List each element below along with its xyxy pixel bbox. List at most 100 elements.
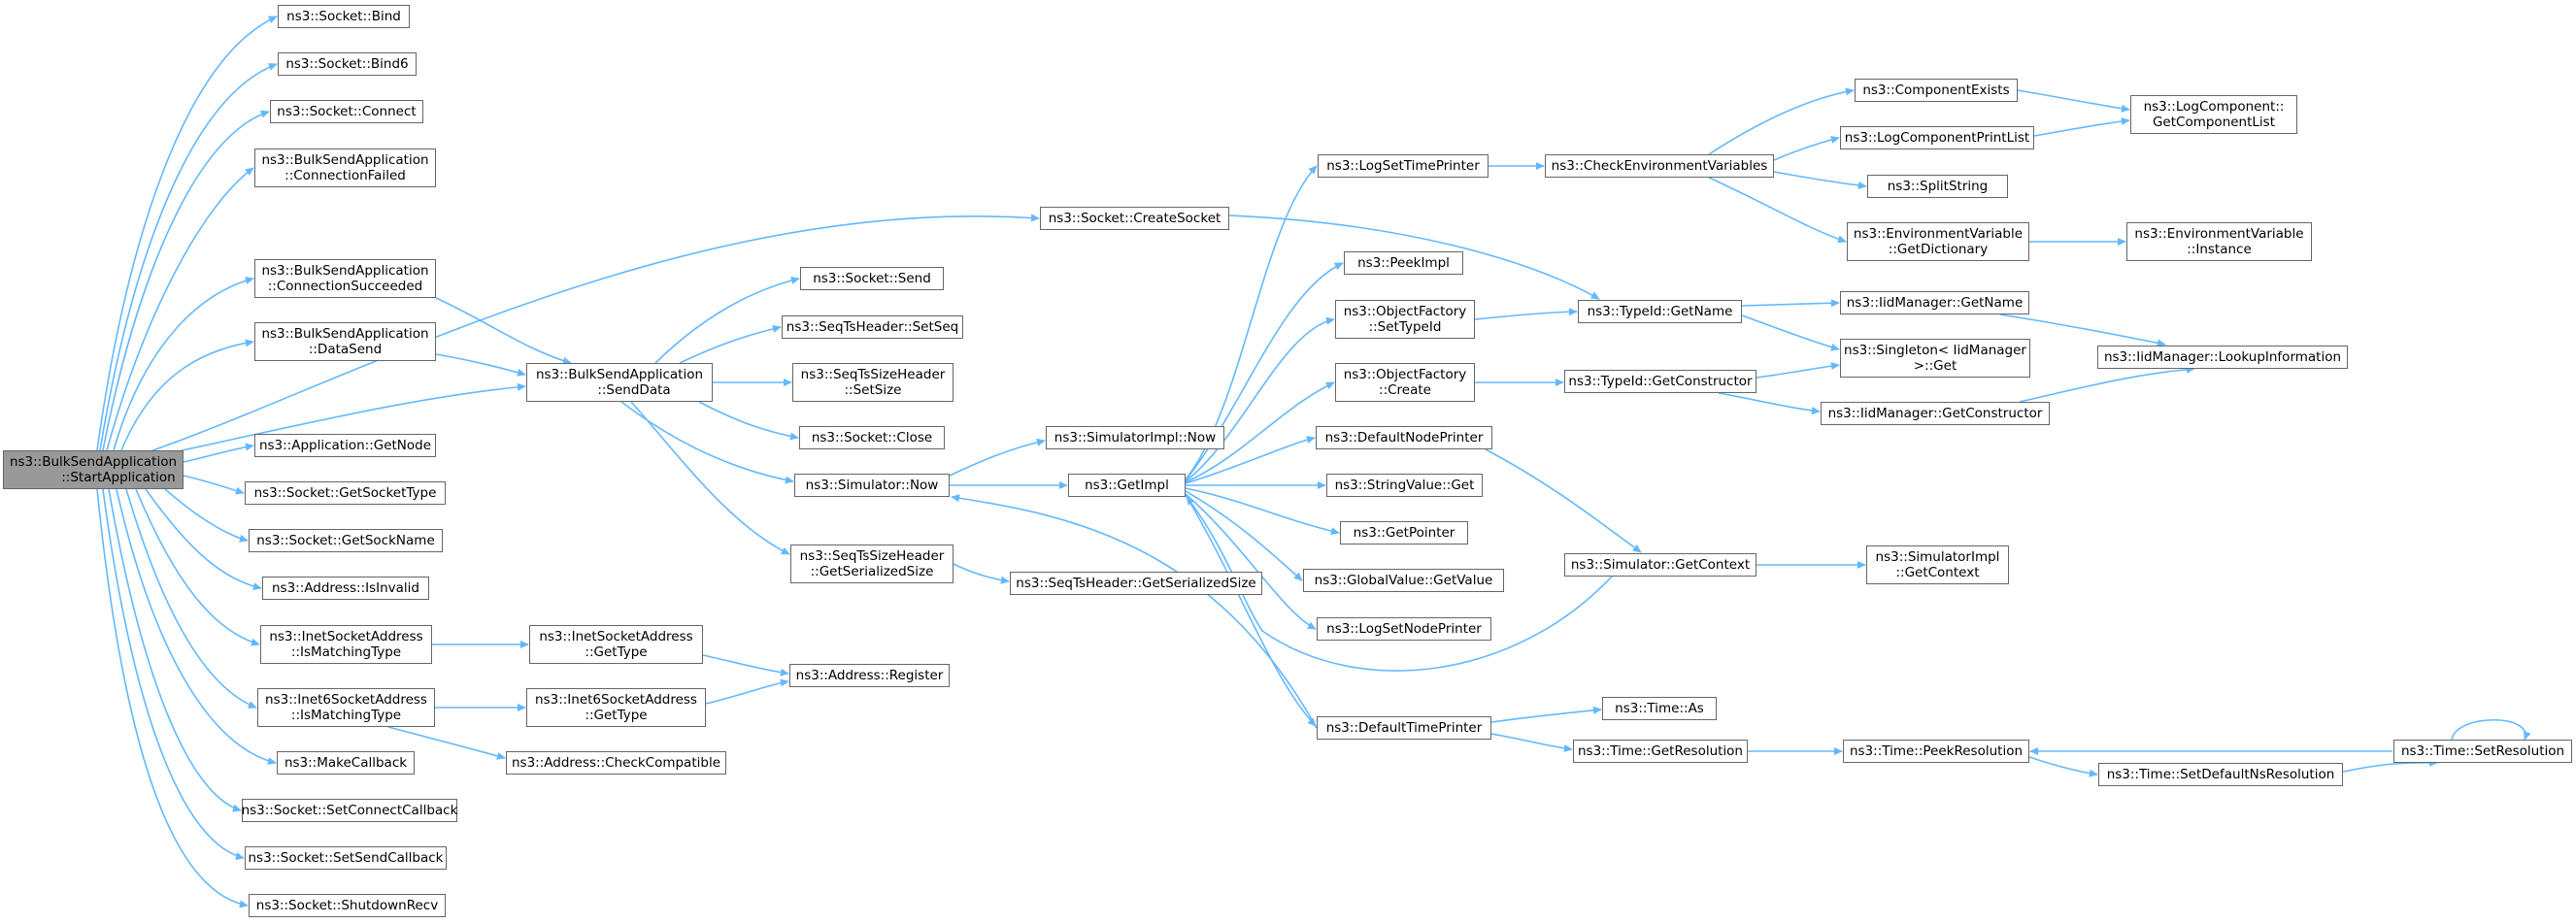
node-label: ns3::Socket::Close (811, 430, 933, 446)
node-sim-getcontext[interactable]: ns3::Simulator::GetContext (1564, 553, 1756, 577)
call-edge (135, 214, 1040, 457)
node-typeid-getctor[interactable]: ns3::TypeId::GetConstructor (1564, 370, 1756, 393)
node-addr-check[interactable]: ns3::Address::CheckCompatible (506, 751, 726, 775)
call-edge (1708, 87, 1855, 155)
node-label: ns3::SplitString (1887, 179, 1989, 194)
node-setsendcb[interactable]: ns3::Socket::SetSendCallback (245, 846, 447, 870)
node-iid-getctor[interactable]: ns3::IidManager::GetConstructor (1821, 402, 2050, 425)
node-label: ns3::IidManager::GetName (1846, 295, 2024, 311)
node-time-getres[interactable]: ns3::Time::GetResolution (1573, 740, 1748, 763)
node-getpointer[interactable]: ns3::GetPointer (1340, 521, 1468, 544)
node-label: ns3::GetImpl (1085, 478, 1169, 493)
node-iid-lookup[interactable]: ns3::IidManager::LookupInformation (2097, 346, 2348, 369)
call-edge (96, 16, 278, 451)
call-edge (1490, 733, 1573, 753)
node-setconnectcb[interactable]: ns3::Socket::SetConnectCallback (242, 799, 457, 822)
node-inet6match[interactable]: ns3::Inet6SocketAddress::IsMatchingType (257, 688, 435, 727)
call-edge (387, 726, 506, 760)
node-compexists[interactable]: ns3::ComponentExists (1855, 79, 2018, 102)
call-edge (702, 654, 789, 676)
call-edge (145, 488, 262, 591)
node-sock-close[interactable]: ns3::Socket::Close (799, 426, 945, 449)
node-iid-getname[interactable]: ns3::IidManager::GetName (1840, 291, 2029, 314)
node-senddata[interactable]: ns3::BulkSendApplication::SendData (526, 363, 713, 402)
node-seqts-getser[interactable]: ns3::SeqTsHeader::GetSerializedSize (1010, 572, 1262, 595)
node-splitstring[interactable]: ns3::SplitString (1867, 175, 2008, 198)
node-simnow[interactable]: ns3::Simulator::Now (794, 474, 950, 497)
call-edge (435, 353, 526, 377)
node-time-peekres[interactable]: ns3::Time::PeekResolution (1843, 740, 2029, 763)
call-edge (1228, 214, 1600, 300)
call-edge (120, 339, 254, 451)
node-datasend[interactable]: ns3::BulkSendApplication::DataSend (254, 322, 436, 361)
node-label: ns3::Socket::SetSendCallback (248, 850, 444, 866)
node-setseq[interactable]: ns3::SeqTsHeader::SetSeq (782, 315, 963, 339)
call-edge (102, 488, 245, 860)
node-getsockettype[interactable]: ns3::Socket::GetSocketType (245, 481, 446, 505)
call-edge (108, 488, 242, 812)
node-addr-register[interactable]: ns3::Address::Register (789, 664, 950, 687)
node-label: ::GetDictionary (1888, 242, 1989, 257)
node-label: ns3::EnvironmentVariable (2134, 226, 2304, 242)
node-connfail[interactable]: ns3::BulkSendApplication::ConnectionFail… (254, 148, 436, 187)
node-label: ns3::LogComponent:: (2143, 99, 2285, 115)
node-getserialized[interactable]: ns3::SeqTsSizeHeader::GetSerializedSize (790, 544, 953, 583)
node-setsize[interactable]: ns3::SeqTsSizeHeader::SetSize (792, 363, 953, 402)
node-env-getdict[interactable]: ns3::EnvironmentVariable::GetDictionary (1847, 222, 2029, 261)
node-time-setres[interactable]: ns3::Time::SetResolution (2393, 740, 2572, 763)
node-logcomp-getlist[interactable]: ns3::LogComponent::GetComponentList (2130, 95, 2297, 134)
node-checkenv[interactable]: ns3::CheckEnvironmentVariables (1545, 154, 1774, 178)
node-sock-send[interactable]: ns3::Socket::Send (800, 267, 944, 290)
node-singleton-get[interactable]: ns3::Singleton< IidManager>::Get (1840, 339, 2030, 378)
node-peekimpl[interactable]: ns3::PeekImpl (1344, 251, 1463, 275)
call-edge (99, 63, 278, 451)
node-globalvalue[interactable]: ns3::GlobalValue::GetValue (1303, 569, 1504, 592)
node-bind[interactable]: ns3::Socket::Bind (278, 5, 410, 28)
node-label: ns3::ObjectFactory (1343, 304, 1467, 319)
node-env-instance[interactable]: ns3::EnvironmentVariable::Instance (2126, 222, 2312, 261)
call-edge (102, 110, 270, 451)
node-makecallback[interactable]: ns3::MakeCallback (277, 751, 415, 775)
call-edge (435, 297, 572, 365)
node-label: ns3::Address::CheckCompatible (511, 755, 720, 771)
node-label: ns3::TypeId::GetName (1587, 304, 1733, 319)
node-logsettime[interactable]: ns3::LogSetTimePrinter (1318, 154, 1489, 178)
node-simimplnow[interactable]: ns3::SimulatorImpl::Now (1046, 426, 1224, 449)
node-stringvalue[interactable]: ns3::StringValue::Get (1326, 474, 1483, 497)
call-edge (1490, 706, 1602, 723)
node-isinvalid[interactable]: ns3::Address::IsInvalid (262, 577, 429, 600)
node-objfact-create[interactable]: ns3::ObjectFactory::Create (1335, 363, 1475, 402)
node-shutdownrecv[interactable]: ns3::Socket::ShutdownRecv (249, 894, 446, 917)
node-objfact-settype[interactable]: ns3::ObjectFactory::SetTypeId (1335, 300, 1475, 339)
node-label: ns3::Socket::Send (813, 271, 931, 286)
node-simimpl-getctx[interactable]: ns3::SimulatorImpl::GetContext (1866, 545, 2009, 584)
call-edge (1185, 381, 1335, 483)
node-label: ::GetContext (1895, 565, 1980, 580)
node-defnodeprinter[interactable]: ns3::DefaultNodePrinter (1316, 426, 1492, 449)
node-label: ns3::BulkSendApplication (261, 152, 429, 168)
call-edge (113, 277, 254, 451)
node-bind6[interactable]: ns3::Socket::Bind6 (278, 52, 417, 76)
call-edge (949, 438, 1046, 477)
node-logsetnode[interactable]: ns3::LogSetNodePrinter (1317, 617, 1491, 641)
node-time-setdefns[interactable]: ns3::Time::SetDefaultNsResolution (2098, 763, 2343, 786)
node-getimpl[interactable]: ns3::GetImpl (1068, 474, 1186, 497)
node-deftimeprinter[interactable]: ns3::DefaultTimePrinter (1317, 716, 1491, 740)
node-inetgettype[interactable]: ns3::InetSocketAddress::GetType (529, 625, 703, 664)
node-label: ns3::CheckEnvironmentVariables (1551, 158, 1768, 174)
node-root[interactable]: ns3::BulkSendApplication::StartApplicati… (3, 450, 184, 489)
node-getsockname[interactable]: ns3::Socket::GetSockName (249, 529, 443, 552)
node-time-as[interactable]: ns3::Time::As (1602, 697, 1717, 720)
node-connsucc[interactable]: ns3::BulkSendApplication::ConnectionSucc… (254, 259, 436, 298)
node-inet6gettype[interactable]: ns3::Inet6SocketAddress::GetType (526, 688, 706, 727)
node-inetmatch[interactable]: ns3::InetSocketAddress::IsMatchingType (260, 625, 432, 664)
node-logcompprint[interactable]: ns3::LogComponentPrintList (1840, 126, 2034, 149)
call-edge (183, 443, 254, 463)
node-typeid-getname[interactable]: ns3::TypeId::GetName (1578, 300, 1742, 323)
node-connect[interactable]: ns3::Socket::Connect (270, 100, 423, 123)
node-label: ns3::Address::Register (795, 668, 944, 683)
node-createsocket[interactable]: ns3::Socket::CreateSocket (1040, 207, 1229, 230)
node-label: ns3::Singleton< IidManager (1844, 343, 2026, 358)
node-getnode[interactable]: ns3::Application::GetNode (254, 434, 436, 457)
